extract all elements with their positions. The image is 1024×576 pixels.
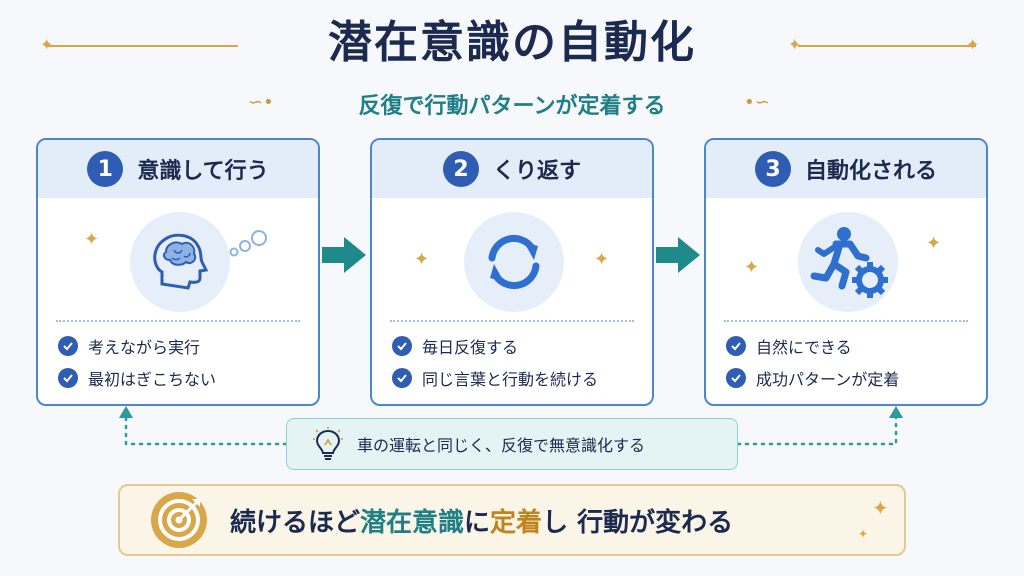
list-item: 同じ言葉と行動を続ける — [392, 362, 598, 394]
conclusion-part: に — [464, 507, 491, 538]
page-title: 潜在意識の自動化 — [328, 17, 696, 68]
sparkle-icon: ✦ — [966, 35, 980, 54]
step-card-2: 2 くり返す ✦ ✦ 毎日反復する 同じ言葉と行動を続ける — [370, 138, 654, 406]
sparkle-icon: ✦ — [84, 229, 100, 250]
list-item: 考えながら実行 — [58, 330, 216, 362]
check-icon — [392, 368, 412, 388]
conclusion-highlight: 潜在意識 — [360, 507, 465, 538]
refresh-cycle-icon — [464, 212, 564, 312]
sparkle-icon: ✦ — [788, 35, 802, 54]
head-brain-icon — [130, 212, 230, 312]
arrow-right-icon — [656, 237, 700, 273]
step-card-header: 1 意識して行う — [38, 140, 318, 198]
check-icon — [726, 336, 746, 356]
conclusion-part: 続けるほど — [230, 507, 361, 538]
check-icon — [58, 336, 78, 356]
list-item: 毎日反復する — [392, 330, 598, 362]
swirl-ornament-icon: •∽ — [744, 92, 770, 113]
conclusion-banner: 続けるほど潜在意識に定着し 行動が変わる ✦ ✦ — [118, 484, 906, 556]
sparkle-icon: ✦ — [926, 233, 942, 254]
card-divider — [56, 320, 300, 322]
card-divider — [724, 320, 968, 322]
sparkle-icon: ✦ — [858, 527, 869, 541]
note-box: 車の運転と同じく、反復で無意識化する — [286, 418, 738, 470]
step-card-header: 2 くり返す — [372, 140, 652, 198]
step-title: 自動化される — [804, 159, 937, 184]
list-item-text: 考えながら実行 — [88, 338, 201, 357]
list-item-text: 自然にできる — [756, 338, 852, 357]
list-item-text: 毎日反復する — [422, 338, 519, 357]
sparkle-icon: ✦ — [40, 35, 54, 54]
check-icon — [392, 336, 412, 356]
note-text: 車の運転と同じく、反復で無意識化する — [357, 436, 646, 455]
step-number-badge: 1 — [87, 151, 124, 187]
sparkle-icon: ✦ — [744, 257, 760, 278]
list-item: 成功パターンが定着 — [726, 362, 899, 394]
step-number-badge: 3 — [754, 151, 791, 187]
arrow-right-icon — [322, 237, 366, 273]
step-title: 意識して行う — [137, 159, 269, 184]
step-items: 自然にできる 成功パターンが定着 — [726, 330, 899, 394]
sparkle-icon: ✦ — [414, 249, 430, 270]
step-card-header: 3 自動化される — [706, 140, 986, 198]
title-divider-left — [48, 45, 238, 47]
step-card-3: 3 自動化される ✦ ✦ 自然にできる — [704, 138, 988, 406]
feedback-dotted-path — [119, 406, 903, 446]
lightbulb-icon — [313, 427, 343, 460]
list-item: 自然にできる — [726, 330, 899, 362]
conclusion-highlight: 定着 — [490, 507, 543, 538]
step-card-1: 1 意識して行う ✦ 考えながら実行 最初はぎこちない — [36, 138, 320, 406]
title-divider-right — [798, 45, 976, 47]
step-items: 考えながら実行 最初はぎこちない — [58, 330, 216, 394]
step-number-badge: 2 — [442, 151, 479, 187]
runner-gear-icon — [798, 212, 898, 312]
check-icon — [58, 368, 78, 388]
subtitle: 反復で行動パターンが定着する — [358, 94, 666, 119]
list-item: 最初はぎこちない — [58, 362, 216, 394]
check-icon — [726, 368, 746, 388]
conclusion-part: し 行動が変わる — [542, 507, 734, 538]
conclusion-text: 続けるほど潜在意識に定着し 行動が変わる — [230, 502, 733, 539]
sparkle-icon: ✦ — [594, 249, 610, 270]
step-items: 毎日反復する 同じ言葉と行動を続ける — [392, 330, 598, 394]
sparkle-icon: ✦ — [872, 496, 889, 520]
target-icon — [151, 492, 207, 548]
step-title: くり返す — [492, 159, 581, 184]
card-divider — [390, 320, 634, 322]
thought-bubbles-icon — [229, 230, 267, 257]
swirl-ornament-icon: ∽• — [248, 92, 274, 113]
list-item-text: 同じ言葉と行動を続ける — [422, 370, 599, 389]
list-item-text: 最初はぎこちない — [88, 370, 217, 389]
list-item-text: 成功パターンが定着 — [756, 370, 900, 389]
